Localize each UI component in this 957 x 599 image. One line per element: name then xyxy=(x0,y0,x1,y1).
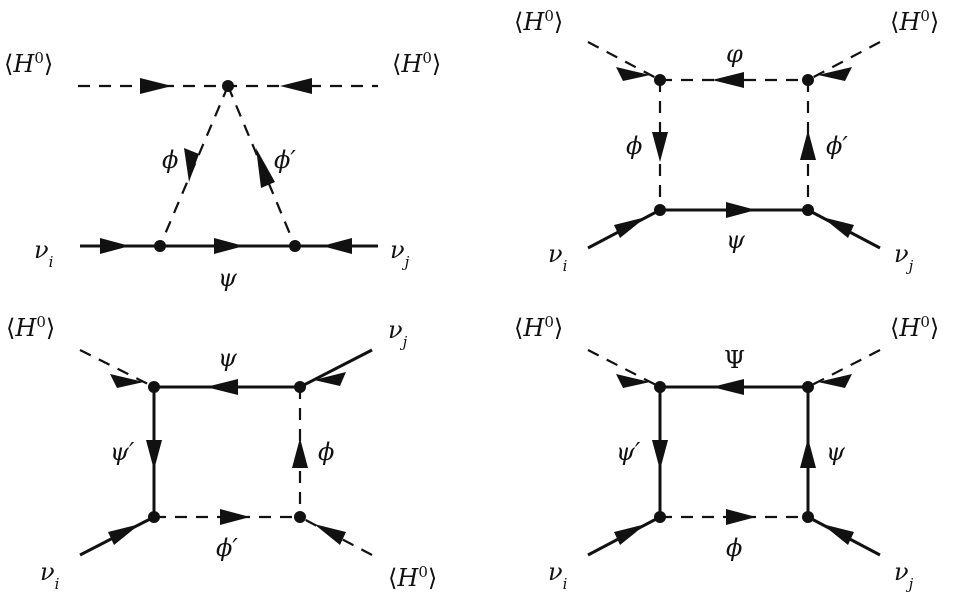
phi-label: ϕ xyxy=(726,534,742,562)
nu-j-leg xyxy=(299,348,373,389)
arrow-left-icon xyxy=(322,238,352,254)
vertex xyxy=(289,240,301,252)
vertex xyxy=(148,511,160,523)
diagram-2: ⟨H0⟩ ⟨H0⟩ φ ϕ ϕ′ ψ νi νj xyxy=(514,7,939,275)
vertex xyxy=(802,381,814,393)
arrow-icon xyxy=(614,524,646,545)
higgs-vev-label-right: ⟨H0⟩ xyxy=(890,313,939,342)
psi-label: ψ xyxy=(826,438,846,466)
arrow-icon xyxy=(616,374,650,388)
psi-prime-label: ψ′ xyxy=(616,438,641,466)
arrow-icon xyxy=(110,374,144,388)
arrow-left-icon xyxy=(280,78,312,94)
higgs-leg-left xyxy=(587,41,661,81)
higgs-leg-left xyxy=(587,349,661,388)
vertex xyxy=(802,74,814,86)
arrow-icon xyxy=(108,524,140,545)
higgs-vev-label-bottom: ⟨H0⟩ xyxy=(388,563,437,592)
arrow-down-icon xyxy=(652,440,668,470)
diagram-4: ⟨H0⟩ ⟨H0⟩ Ψ ψ′ ψ ϕ νi νj xyxy=(514,313,939,593)
arrow-icon xyxy=(314,372,346,386)
arrow-icon xyxy=(818,374,852,388)
nu-j-label: νj xyxy=(894,558,914,593)
vertex xyxy=(222,80,234,92)
phi-label: ϕ xyxy=(318,438,334,466)
nu-j-label: νj xyxy=(388,316,408,351)
vertex xyxy=(294,381,306,393)
higgs-vev-label-right: ⟨H0⟩ xyxy=(392,49,441,78)
arrow-icon xyxy=(822,217,854,238)
vertex xyxy=(148,381,160,393)
higgs-leg-right xyxy=(807,41,881,81)
arrow-left-icon xyxy=(712,72,744,88)
arrow-down-icon xyxy=(184,148,199,182)
varphi-label: φ xyxy=(726,40,743,68)
arrow-right-icon xyxy=(726,202,756,218)
vertex xyxy=(154,240,166,252)
diagram-3: ⟨H0⟩ νj ψ ψ′ ϕ ϕ′ νi ⟨H0⟩ xyxy=(6,313,437,593)
phi-prime-label: ϕ′ xyxy=(826,132,848,160)
arrow-right-icon xyxy=(214,238,244,254)
higgs-leg-left xyxy=(79,349,155,388)
psi-label: ψ xyxy=(218,264,238,292)
phi-label: ϕ xyxy=(162,146,178,174)
arrow-right-icon xyxy=(220,509,250,525)
Psi-label: Ψ xyxy=(724,346,745,374)
nu-i-label: νi xyxy=(548,240,568,275)
arrow-left-icon xyxy=(206,379,238,395)
vertex xyxy=(654,381,666,393)
nu-i-label: νi xyxy=(34,236,54,271)
arrow-icon xyxy=(314,524,346,545)
arrow-left-icon xyxy=(712,379,744,395)
phi-prime-label: ϕ′ xyxy=(274,146,296,174)
arrow-right-icon xyxy=(726,509,756,525)
vertex xyxy=(294,511,306,523)
vertex xyxy=(654,511,666,523)
nu-j-label: νj xyxy=(390,236,410,271)
arrow-right-icon xyxy=(140,78,172,94)
nu-i-label: νi xyxy=(40,558,60,593)
arrow-up-icon xyxy=(800,130,816,160)
arrow-up-icon xyxy=(256,148,275,188)
psi-label: ψ xyxy=(218,344,238,372)
higgs-vev-label-left: ⟨H0⟩ xyxy=(6,313,55,342)
phi-prime-label: ϕ′ xyxy=(216,534,238,562)
arrow-right-icon xyxy=(100,238,130,254)
arrow-icon xyxy=(818,67,852,81)
nu-j-label: νj xyxy=(894,240,914,275)
arrow-up-icon xyxy=(292,438,308,468)
arrow-down-icon xyxy=(146,440,162,470)
vertex xyxy=(654,204,666,216)
arrow-icon xyxy=(616,67,650,81)
vertex xyxy=(802,511,814,523)
vertex xyxy=(654,74,666,86)
arrow-icon xyxy=(614,217,646,238)
arrow-icon xyxy=(822,524,854,545)
diagram-1: ⟨H0⟩ ⟨H0⟩ ϕ ϕ′ ψ νi νj xyxy=(4,49,441,292)
vertex xyxy=(802,204,814,216)
higgs-vev-label-right: ⟨H0⟩ xyxy=(890,7,939,36)
arrow-down-icon xyxy=(652,132,668,162)
psi-prime-label: ψ′ xyxy=(110,438,135,466)
nu-i-label: νi xyxy=(548,558,568,593)
higgs-leg-bottom xyxy=(299,516,373,556)
psi-label: ψ xyxy=(726,226,746,254)
arrow-up-icon xyxy=(800,438,816,468)
higgs-vev-label-left: ⟨H0⟩ xyxy=(4,49,53,78)
higgs-leg-right xyxy=(807,349,881,388)
higgs-vev-label-left: ⟨H0⟩ xyxy=(514,313,563,342)
higgs-vev-label-left: ⟨H0⟩ xyxy=(514,7,563,36)
phi-label: ϕ xyxy=(626,132,642,160)
